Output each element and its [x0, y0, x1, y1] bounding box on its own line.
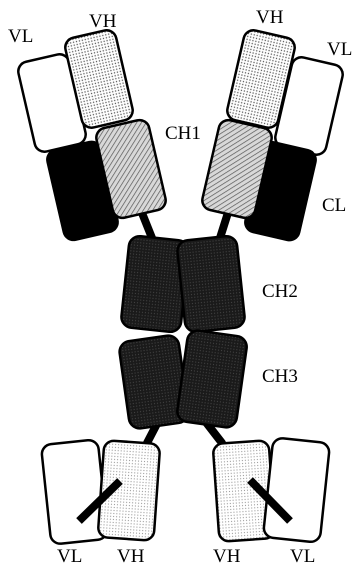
label-vl-top-right: VL [327, 39, 352, 60]
label-ch2: CH2 [262, 281, 298, 302]
ch2-domain-right [176, 235, 245, 333]
label-ch1: CH1 [165, 123, 201, 144]
fc-region [118, 235, 248, 430]
label-vh-top-right: VH [256, 7, 284, 28]
vl-domain-bottom-right [263, 437, 330, 542]
left-arm [16, 28, 167, 242]
label-vh-bottom-left: VH [117, 546, 145, 567]
bottom-left-pair [41, 439, 160, 544]
label-vl-top-left: VL [8, 26, 33, 47]
label-vh-bottom-right: VH [213, 546, 241, 567]
label-ch3: CH3 [262, 366, 298, 387]
label-vl-bottom-right: VL [290, 546, 315, 567]
bottom-right-pair [213, 437, 330, 542]
ch3-domain-right [176, 329, 248, 428]
label-vl-bottom-left: VL [57, 546, 82, 567]
label-vh-top-left: VH [89, 11, 117, 32]
label-cl: CL [322, 195, 346, 216]
